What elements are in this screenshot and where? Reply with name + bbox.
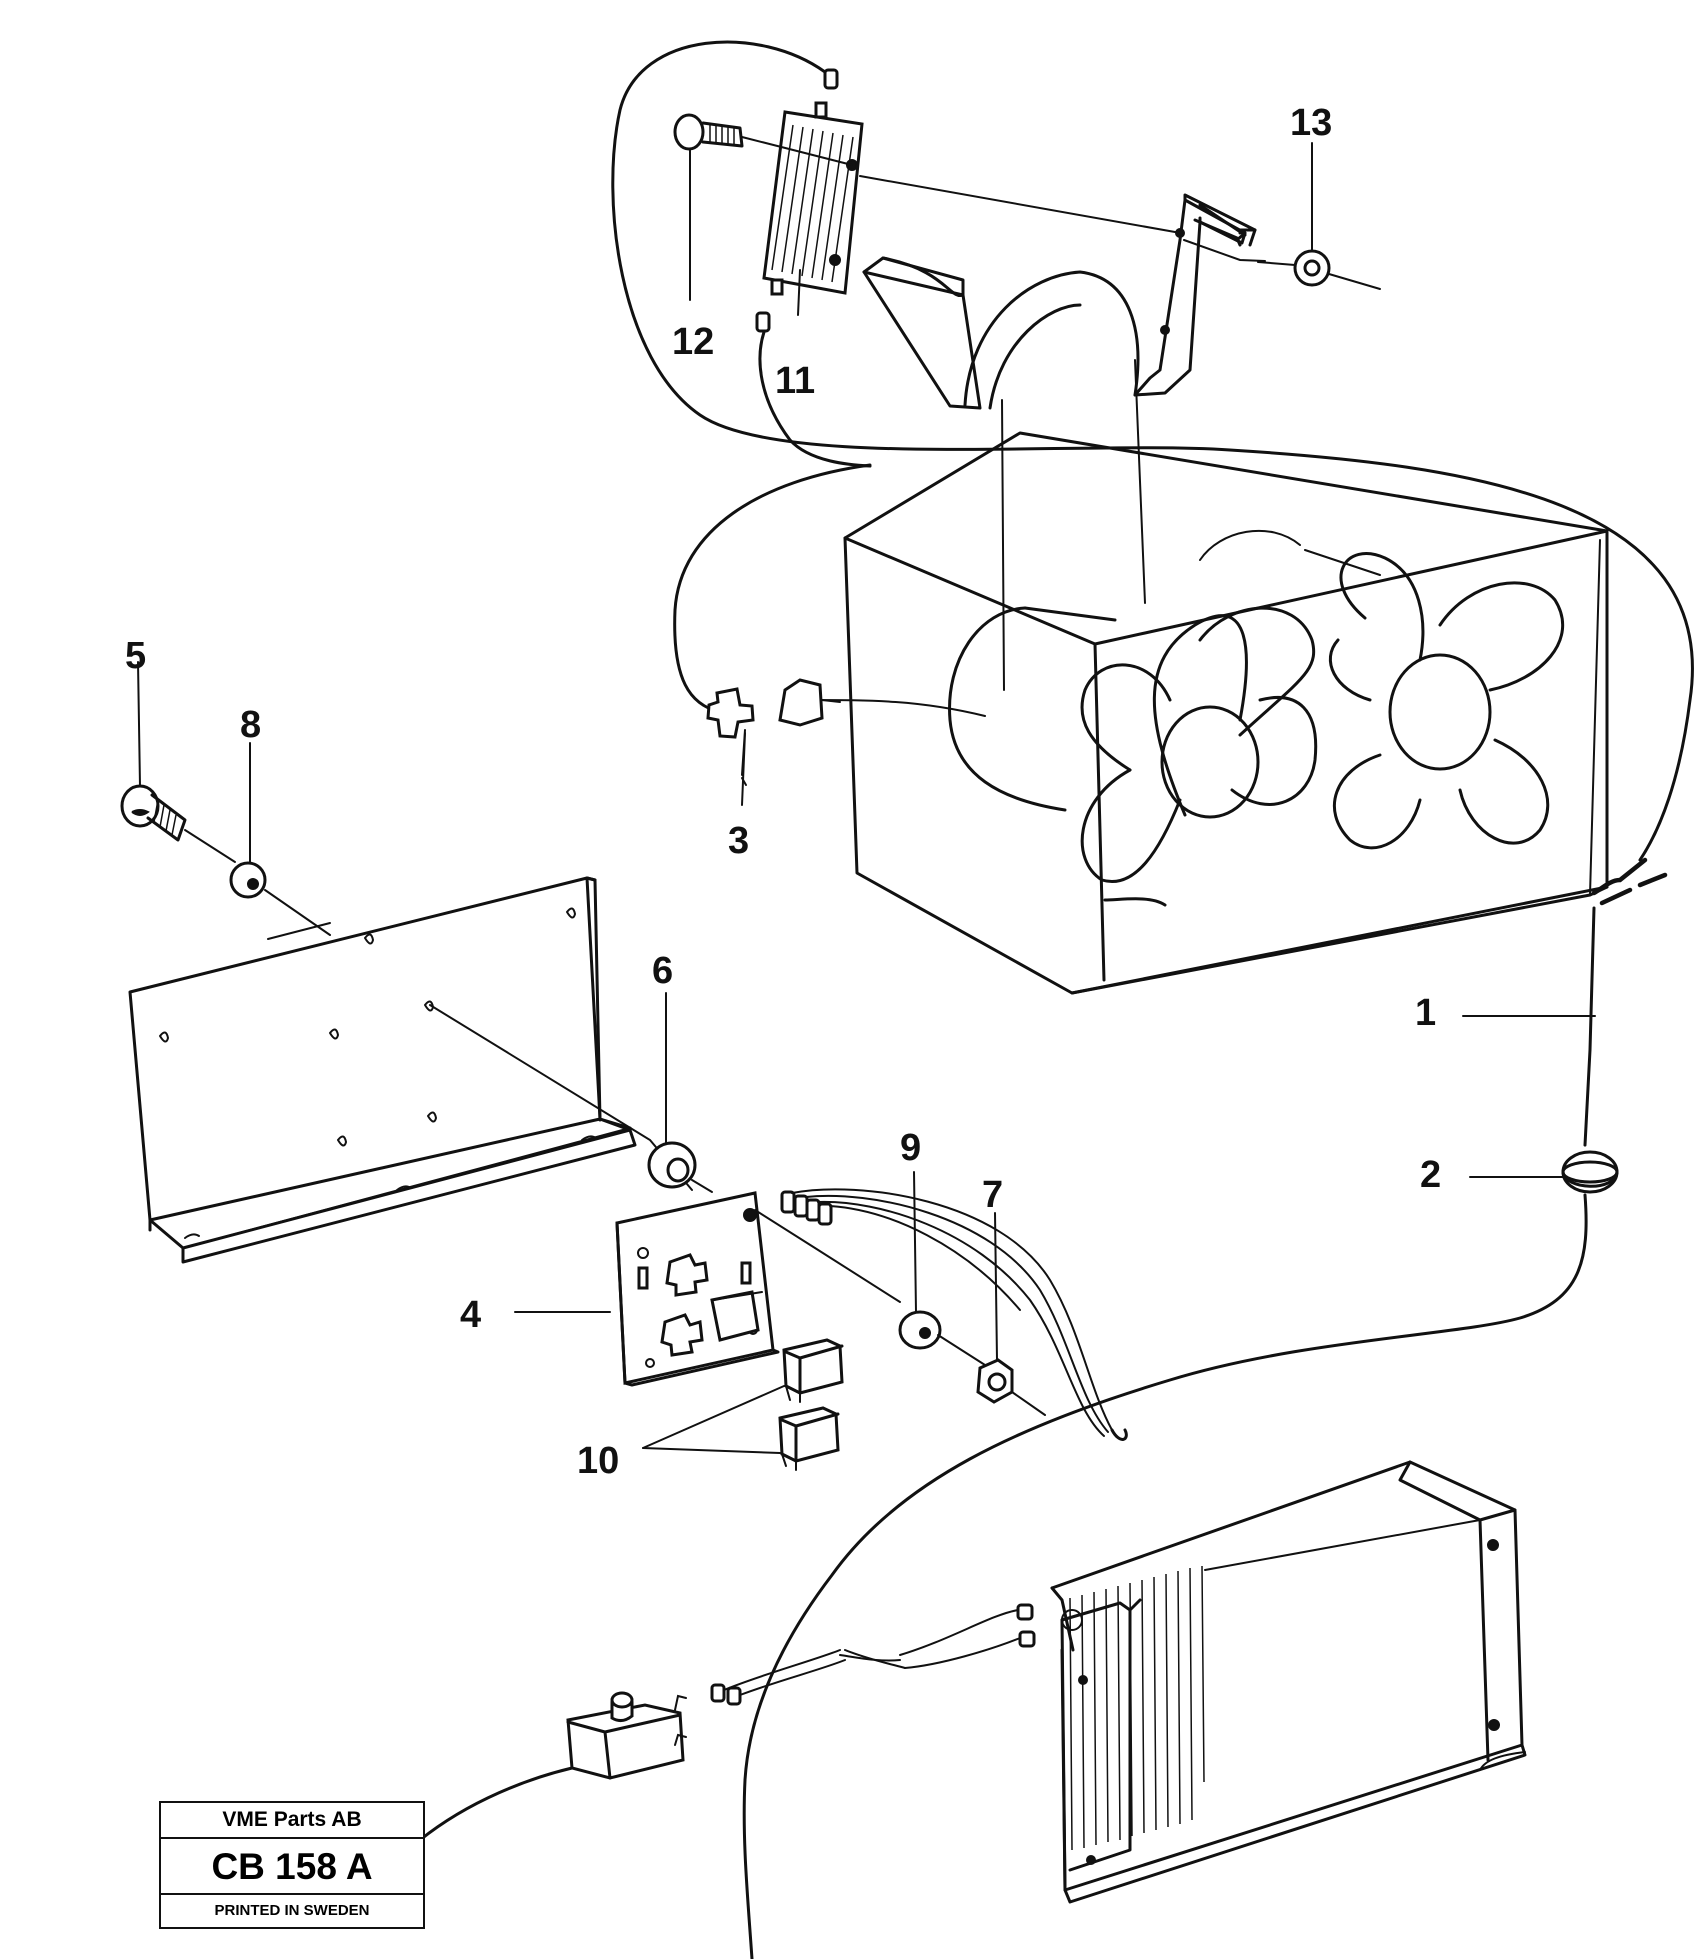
bracket bbox=[859, 175, 1266, 410]
wire-to-connector bbox=[673, 463, 872, 714]
callout-10: 10 bbox=[577, 1440, 619, 1482]
stamp-company: VME Parts AB bbox=[161, 1803, 423, 1839]
fan-2 bbox=[1328, 552, 1565, 850]
cable-to-grommet bbox=[1583, 906, 1596, 1147]
callout-3: 3 bbox=[728, 820, 749, 862]
stamp-code: CB 158 A bbox=[161, 1839, 423, 1895]
nut-7 bbox=[976, 1358, 1046, 1416]
bolt-5 bbox=[120, 784, 236, 863]
callout-4: 4 bbox=[460, 1294, 481, 1336]
relay-10-a bbox=[782, 1338, 844, 1403]
resistor-11 bbox=[755, 68, 864, 333]
callout-8: 8 bbox=[240, 704, 261, 746]
publisher-stamp: VME Parts AB CB 158 A PRINTED IN SWEDEN bbox=[159, 1801, 425, 1929]
connector-3 bbox=[706, 678, 841, 786]
mounting-plate bbox=[128, 876, 693, 1264]
cable-dashes bbox=[1599, 872, 1668, 906]
switch-wires bbox=[710, 1649, 846, 1706]
callout-9: 9 bbox=[900, 1127, 921, 1169]
callout-1: 1 bbox=[1415, 992, 1436, 1034]
callout-labels: 1 2 3 4 5 6 7 8 9 10 11 12 13 bbox=[125, 102, 1441, 1482]
switch bbox=[418, 1691, 687, 1842]
wire-to-plate-bottom bbox=[1110, 1428, 1128, 1441]
relay-10-b bbox=[778, 1406, 840, 1471]
callout-12: 12 bbox=[672, 321, 714, 363]
callout-5: 5 bbox=[125, 635, 146, 677]
circuit-board-4 bbox=[615, 1191, 901, 1387]
stamp-printed: PRINTED IN SWEDEN bbox=[214, 1902, 370, 1919]
main-cable bbox=[1591, 857, 1648, 896]
wire-to-resistor bbox=[758, 330, 872, 468]
leader-lines bbox=[137, 142, 1596, 1454]
callout-11: 11 bbox=[775, 360, 815, 402]
grommet-2 bbox=[1561, 1150, 1619, 1194]
washer-8 bbox=[229, 861, 331, 936]
spacer-6 bbox=[647, 1141, 713, 1193]
callout-13: 13 bbox=[1290, 102, 1332, 144]
board-wire-harness bbox=[780, 1188, 1113, 1437]
callout-7: 7 bbox=[982, 1174, 1003, 1216]
screw-12 bbox=[673, 113, 853, 166]
fan-housing bbox=[843, 359, 1609, 995]
heatsink-unit bbox=[839, 1460, 1527, 1904]
upper-wire-loop bbox=[611, 40, 1694, 862]
callout-2: 2 bbox=[1420, 1154, 1441, 1196]
callout-6: 6 bbox=[652, 950, 673, 992]
nut-13 bbox=[1257, 249, 1381, 290]
washer-9 bbox=[898, 1310, 986, 1366]
fan-1 bbox=[1080, 606, 1318, 907]
plate-holes bbox=[159, 907, 597, 1239]
cable-from-grommet bbox=[742, 1193, 1588, 1959]
